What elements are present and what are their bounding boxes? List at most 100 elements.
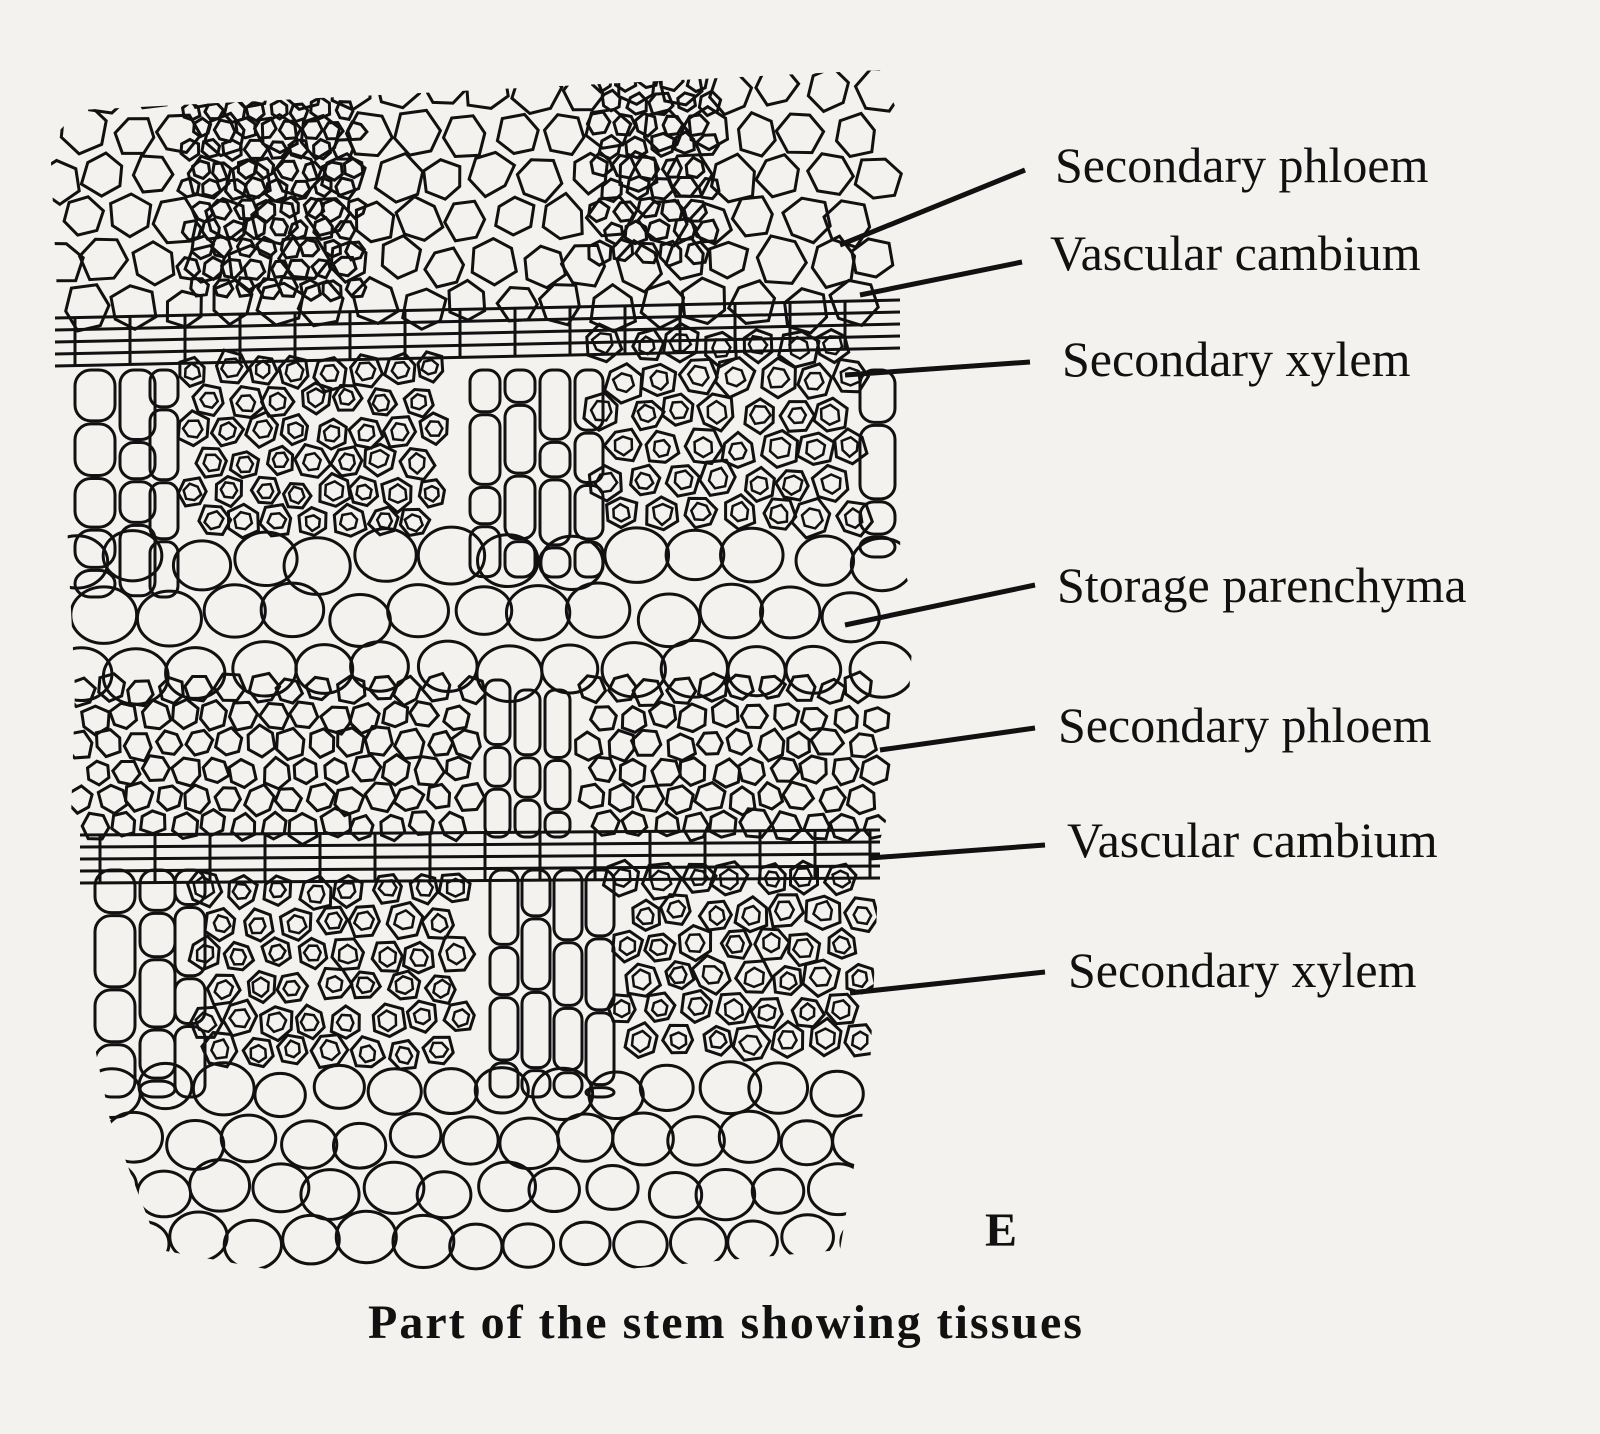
tissue-cells: [50, 70, 915, 1271]
xylem-cell: [398, 507, 432, 538]
xylem-lumen: [820, 473, 842, 496]
ray-cell: [148, 481, 180, 541]
leader-line: [844, 359, 1031, 378]
phloem-cell: [79, 151, 124, 198]
phloem-cell: [124, 780, 155, 813]
phloem-cell: [684, 155, 706, 180]
phloem-cell: [351, 275, 401, 326]
parenchyma-cell: [202, 583, 267, 639]
xylem-cell: [300, 381, 333, 416]
xylem-lumen: [805, 438, 827, 461]
phloem-cell: [805, 152, 856, 197]
phloem-cell: [176, 176, 201, 199]
phloem-cell: [236, 158, 258, 181]
xylem-cell: [281, 482, 313, 510]
parenchyma-cell: [780, 1213, 835, 1261]
parenchyma-cell: [587, 1070, 645, 1121]
phloem-cell: [273, 787, 304, 813]
parenchyma-cell: [668, 1217, 728, 1269]
xylem-cell: [317, 966, 354, 1001]
xylem-lumen: [390, 360, 411, 380]
parenchyma-cell: [717, 1109, 781, 1164]
cambium-line: [79, 864, 881, 873]
phloem-cell: [346, 197, 368, 221]
phloem-cell: [235, 276, 256, 298]
parenchyma-cell: [527, 1166, 581, 1214]
phloem-cell: [201, 756, 231, 785]
phloem-cell: [754, 152, 801, 199]
parenchyma-cell: [299, 1168, 361, 1221]
phloem-cell: [635, 70, 660, 90]
phloem-cell: [274, 677, 305, 705]
xylem-lumen: [451, 1007, 471, 1029]
xylem-lumen: [781, 474, 804, 497]
xylem-cell: [645, 495, 680, 532]
parenchyma-cell: [454, 585, 514, 636]
xylem-cell: [197, 504, 233, 537]
xylem-lumen: [651, 502, 674, 527]
xylem-lumen: [768, 436, 792, 460]
phloem-cell: [666, 732, 698, 763]
xylem-cell: [796, 362, 834, 400]
phloem-cell: [252, 116, 278, 140]
xylem-cell: [241, 1036, 275, 1069]
phloem-cell: [843, 670, 873, 705]
phloem-cell: [420, 671, 452, 703]
xylem-lumen: [249, 1043, 268, 1064]
ray-cell: [73, 568, 117, 599]
phloem-cell: [244, 100, 266, 123]
xylem-cell: [631, 898, 662, 932]
xylem-cell: [191, 383, 225, 418]
phloem-cell: [230, 70, 271, 109]
xylem-lumen: [787, 406, 808, 425]
xylem-cell: [639, 362, 678, 398]
parenchyma-cell: [135, 1169, 193, 1219]
xylem-lumen: [652, 438, 672, 459]
xylem-cell: [664, 959, 696, 991]
parenchyma-cell: [504, 584, 572, 642]
phloem-cell: [828, 812, 861, 843]
xylem-cell: [683, 496, 719, 530]
xylem-lumen: [723, 997, 745, 1021]
xylem-lumen: [266, 1011, 288, 1034]
phloem-cell: [423, 246, 466, 289]
phloem-cell: [645, 218, 671, 242]
phloem-cell: [62, 195, 106, 237]
xylem-lumen: [235, 455, 255, 474]
xylem-lumen: [445, 877, 466, 898]
phloem-cell: [113, 117, 156, 155]
phloem-cell: [495, 285, 540, 323]
xylem-lumen: [706, 399, 728, 426]
phloem-cell: [374, 70, 422, 110]
xylem-cell: [842, 896, 880, 934]
xylem-lumen: [724, 366, 747, 388]
phloem-cell: [834, 111, 876, 159]
xylem-lumen: [743, 966, 766, 989]
xylem-lumen: [254, 359, 271, 380]
phloem-cell: [175, 256, 202, 281]
phloem-cell: [227, 757, 258, 790]
phloem-cell: [184, 728, 215, 757]
xylem-cell: [697, 899, 734, 932]
phloem-cell: [212, 118, 237, 144]
phloem-cell: [862, 813, 891, 840]
phloem-cell: [660, 157, 684, 179]
leader-line: [869, 842, 1046, 861]
xylem-lumen: [708, 1029, 728, 1050]
phloem-cell: [84, 70, 130, 115]
xylem-lumen: [812, 899, 834, 922]
xylem-lumen: [251, 976, 270, 999]
xylem-lumen: [766, 366, 791, 389]
xylem-cell: [318, 471, 352, 508]
xylem-cell: [387, 1038, 420, 1071]
ray-cell: [488, 1061, 520, 1099]
phloem-cell: [277, 275, 300, 298]
phloem-cell: [246, 723, 277, 759]
ray-cell: [93, 988, 137, 1044]
xylem-lumen: [368, 448, 390, 469]
phloem-cell: [269, 98, 289, 121]
phloem-cell: [802, 812, 831, 841]
xylem-lumen: [319, 1038, 341, 1062]
phloem-cell: [300, 119, 325, 141]
parenchyma-cell: [219, 1113, 278, 1164]
